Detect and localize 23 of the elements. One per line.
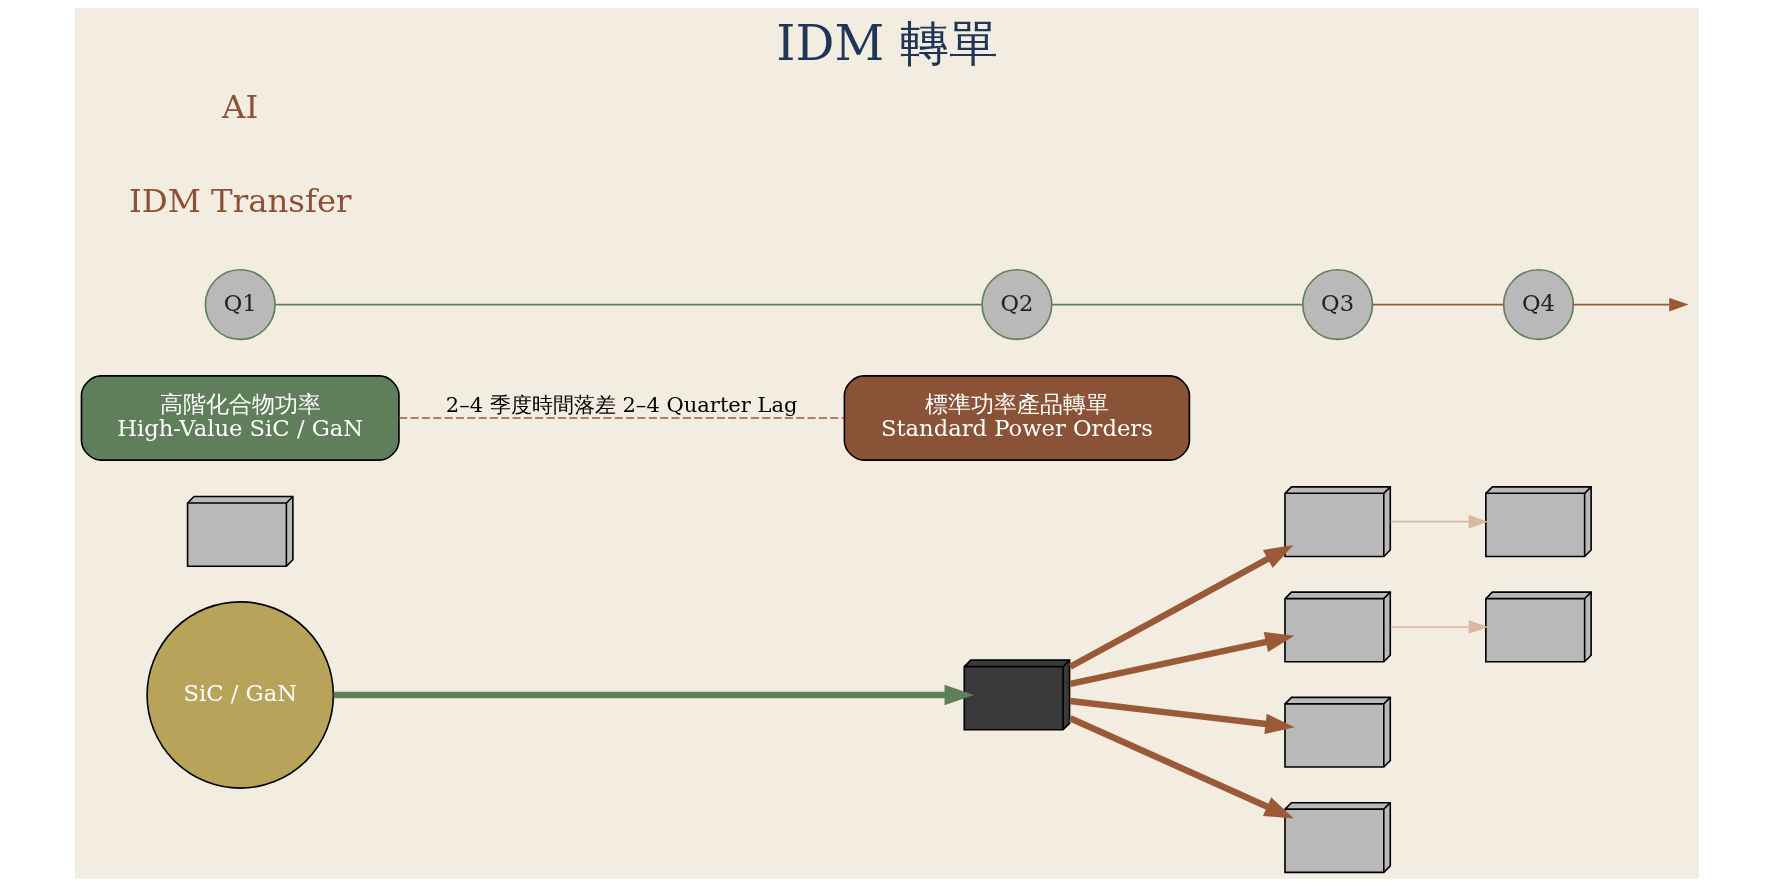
connector <box>1371 303 1504 306</box>
node-circle: Q4 <box>1502 268 1575 341</box>
label: IDM Transfer <box>128 182 352 221</box>
arrow <box>1069 631 1295 688</box>
arrow <box>1389 514 1489 529</box>
node-circle: SiC / GaN <box>146 601 335 789</box>
connector <box>398 417 845 419</box>
arrow <box>1572 297 1689 312</box>
arrow <box>1068 544 1294 670</box>
arrow <box>1068 715 1294 819</box>
arrow <box>333 684 974 706</box>
node-circle: Q3 <box>1302 268 1374 341</box>
node-circle: Q2 <box>981 268 1053 341</box>
diagram-title: IDM 轉單 <box>776 15 998 72</box>
label: AI <box>222 88 259 127</box>
connector <box>274 303 983 306</box>
edge-label: 2–4 季度時間落差 2–4 Quarter Lag <box>445 392 798 418</box>
arrow <box>1069 697 1295 735</box>
connector <box>1051 303 1304 306</box>
node-box: 高階化合物功率 High-Value SiC / GaN <box>80 375 400 461</box>
arrow <box>1389 620 1489 634</box>
node-box: 標準功率產品轉單 Standard Power Orders <box>843 375 1191 461</box>
node-circle: Q1 <box>204 268 276 341</box>
